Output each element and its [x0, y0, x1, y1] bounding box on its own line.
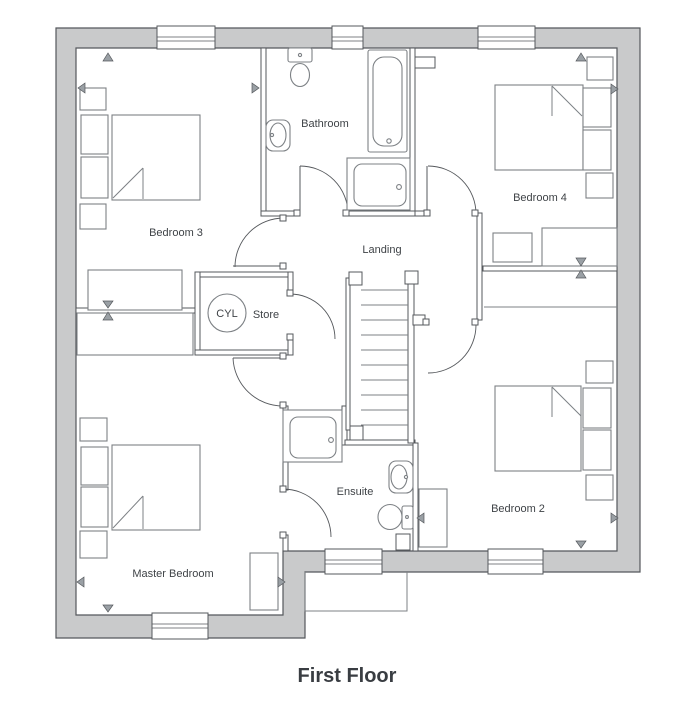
page-title: First Floor [298, 665, 397, 687]
label-bathroom: Bathroom [301, 118, 349, 130]
marker-triangle-right [251, 82, 260, 94]
sheet-fold [112, 167, 144, 199]
marker-triangle-left [77, 82, 86, 94]
ensuite-fixtures [282, 409, 414, 531]
window [331, 25, 364, 50]
stairs-treads [361, 289, 408, 426]
bathroom-fixtures [265, 47, 411, 211]
pillow [582, 129, 612, 171]
bed [494, 84, 612, 171]
marker-triangle-right [277, 576, 286, 588]
shower-icon [282, 409, 343, 463]
cylinder-icon [207, 293, 247, 333]
sheet-fold [112, 495, 144, 529]
pillow [80, 156, 109, 199]
bedside-table [79, 87, 107, 111]
marker-triangle-down [575, 540, 587, 549]
stairs-right-rail [407, 275, 415, 444]
shower-icon [346, 157, 411, 211]
windows [151, 25, 544, 640]
bedside-table [585, 474, 614, 501]
door-ensuite [279, 485, 332, 539]
stairs-newel-post [348, 271, 363, 286]
stairs-left-rail [345, 277, 351, 431]
dresser [87, 269, 183, 311]
label-bedroom3: Bedroom 3 [149, 227, 203, 239]
bedroom2-furniture [418, 360, 614, 548]
bed [80, 444, 201, 531]
label-master-bedroom: Master Bedroom [132, 568, 213, 580]
stairs-newel-post [404, 270, 419, 285]
marker-triangle-up [575, 269, 587, 279]
label-landing: Landing [362, 244, 401, 256]
window [151, 612, 209, 640]
window [324, 548, 383, 575]
cupboard [249, 552, 279, 611]
marker-triangle-right [610, 83, 619, 95]
bedside-table [79, 530, 108, 559]
pillow [80, 446, 109, 486]
store-cylinder: CYL [207, 293, 247, 333]
bedside-table [585, 172, 614, 199]
marker-triangle-down [575, 257, 587, 267]
wall-markers [76, 52, 619, 613]
stairs-newel-post [349, 425, 364, 441]
bedside-table [585, 360, 614, 384]
pillow [80, 114, 109, 155]
bedroom3-furniture [79, 87, 201, 311]
wardrobe [492, 232, 533, 263]
marker-triangle-down [102, 300, 114, 309]
door-master-bedroom [232, 352, 287, 409]
door-bedroom3 [233, 214, 287, 270]
door-bedroom2 [422, 318, 479, 374]
sink-icon [388, 460, 414, 494]
marker-triangle-up [575, 52, 587, 62]
room-labels: Bathroom Landing Bedroom 3 Bedroom 4 Sto… [132, 118, 567, 580]
label-bedroom2: Bedroom 2 [491, 503, 545, 515]
window [156, 25, 216, 50]
toilet-icon [377, 503, 414, 531]
stairs [345, 270, 426, 444]
toilet-icon [287, 47, 313, 88]
sheet-fold [551, 85, 583, 117]
cylinder-label: CYL [216, 308, 237, 320]
door-bedroom4 [423, 165, 479, 217]
sheet-fold [551, 386, 582, 417]
bedside-table [79, 203, 107, 230]
marker-triangle-right [610, 512, 619, 524]
bed [80, 114, 201, 201]
marker-triangle-up [102, 52, 114, 62]
marker-triangle-left [76, 576, 85, 588]
bedroom4-furniture [492, 56, 618, 267]
marker-triangle-up [102, 311, 114, 321]
label-store: Store [253, 309, 279, 321]
pillow [582, 387, 612, 429]
pillow [582, 87, 612, 128]
pillow [80, 486, 109, 528]
window [487, 548, 544, 575]
lower-roof-outline [304, 572, 408, 612]
label-ensuite: Ensuite [337, 486, 374, 498]
wardrobe [76, 312, 194, 356]
bedside-table [586, 56, 614, 81]
doors [232, 165, 479, 539]
window [477, 25, 536, 50]
door-store [286, 289, 336, 341]
bed [494, 385, 612, 472]
marker-triangle-left [416, 512, 425, 524]
pillow [582, 429, 612, 471]
bedside-table [79, 417, 108, 442]
door-bathroom [293, 165, 350, 217]
label-bedroom4: Bedroom 4 [513, 192, 567, 204]
marker-triangle-down [102, 604, 114, 613]
master-bedroom-furniture [76, 312, 279, 611]
sink-icon [265, 119, 291, 152]
bath-icon [367, 49, 408, 153]
